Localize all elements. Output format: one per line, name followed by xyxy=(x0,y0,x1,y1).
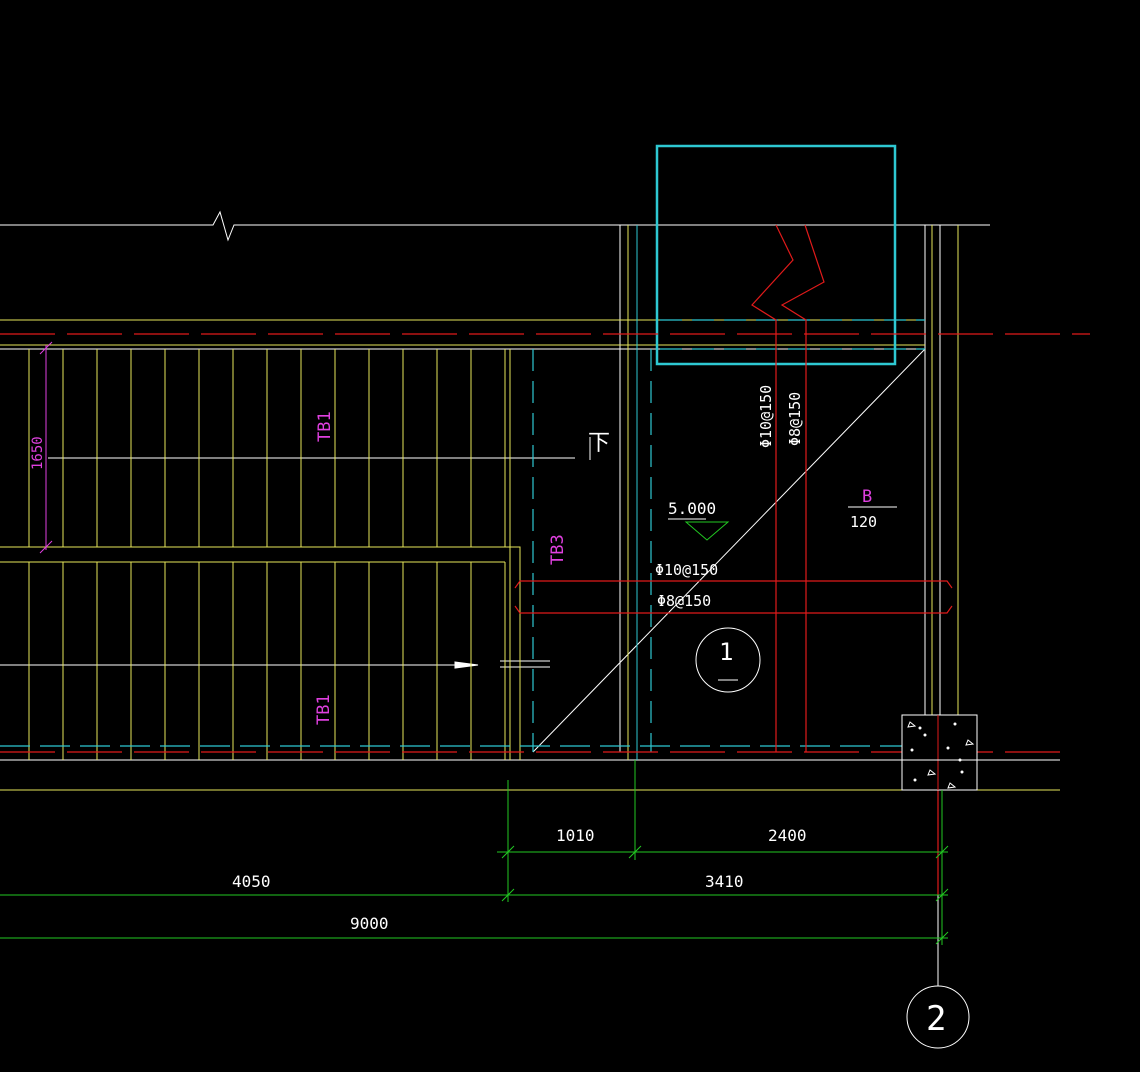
concrete-hatch-mark xyxy=(910,748,914,752)
white-outline xyxy=(0,210,1060,1049)
dim-text-4050: 4050 xyxy=(232,872,271,891)
label-tb3: TB3 xyxy=(548,534,568,565)
walkline-arrow xyxy=(454,661,479,669)
concrete-hatch-mark xyxy=(953,722,957,726)
concrete-hatch-mark xyxy=(913,778,917,782)
cyan-lines xyxy=(0,144,925,760)
label-dim-1650: 1650 xyxy=(30,436,46,470)
label-rebar-v2: Φ8@150 xyxy=(786,392,804,446)
concrete-hatch-mark xyxy=(923,733,927,737)
label-rebar-h1: Φ10@150 xyxy=(655,561,718,579)
concrete-hatch-mark xyxy=(918,726,922,730)
treads-lower xyxy=(28,562,506,760)
label-down: 下 xyxy=(588,431,610,456)
treads-upper xyxy=(28,349,506,547)
rebar-v-phi10 xyxy=(751,224,794,752)
rebar-h-phi8 xyxy=(514,605,953,614)
upper-flight-outline xyxy=(0,546,521,760)
concrete-hatch-mark xyxy=(927,769,937,776)
label-axis-no: 2 xyxy=(926,999,946,1039)
label-tb1-upper: TB1 xyxy=(315,411,335,442)
label-rebar-h2: Φ8@150 xyxy=(657,592,711,610)
concrete-hatch-mark xyxy=(946,746,950,750)
dim-1650 xyxy=(39,341,53,554)
label-elevation: 5.000 xyxy=(668,499,716,518)
dim-text-9000: 9000 xyxy=(350,914,389,933)
concrete-hatch-mark xyxy=(960,770,964,774)
label-tb1-lower: TB1 xyxy=(314,694,334,725)
red-lines xyxy=(0,224,1090,895)
yellow-lines xyxy=(0,225,1060,791)
column-concrete xyxy=(901,714,978,791)
rebar-h-phi10 xyxy=(514,580,953,589)
concrete-hatch-mark xyxy=(947,782,957,789)
label-slab-mark: B xyxy=(862,487,872,507)
label-rebar-v1: Φ10@150 xyxy=(757,385,775,448)
concrete-hatch-mark xyxy=(907,721,917,728)
dim-text-1010: 1010 xyxy=(556,826,595,845)
label-section-no: 1 xyxy=(719,638,733,666)
rebar-v-phi8 xyxy=(780,224,825,752)
label-slab-thickness: 120 xyxy=(850,513,877,531)
dim-text-2400: 2400 xyxy=(768,826,807,845)
concrete-hatch-mark xyxy=(965,739,975,746)
concrete-hatch-mark xyxy=(958,758,962,762)
stair-diagonal xyxy=(532,348,926,753)
section-bubble xyxy=(695,627,761,693)
break-line-top xyxy=(0,210,990,242)
dim-text-3410: 3410 xyxy=(705,872,744,891)
green-dimensions xyxy=(0,760,949,945)
elevation-symbol xyxy=(684,521,730,541)
